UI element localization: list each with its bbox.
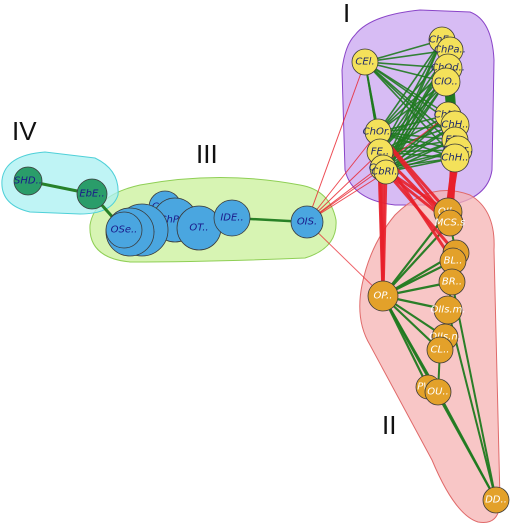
node-label: CbRl.. (371, 167, 400, 178)
node-iv[interactable]: SHD.. (13, 166, 43, 196)
node-label: DD.. (485, 495, 507, 506)
node-ii[interactable]: OU.. (424, 378, 452, 406)
node-circle[interactable] (424, 378, 452, 406)
edge (364, 49, 451, 63)
node-i[interactable]: CbRl.. (371, 159, 401, 185)
node-i[interactable]: ChH.. (440, 143, 470, 173)
node-label: BR.. (442, 277, 462, 288)
node-label: EbE.. (79, 189, 104, 200)
edge (377, 39, 443, 133)
node-label: OIIs.m. (430, 305, 465, 316)
node-circle[interactable] (351, 48, 379, 76)
node-label: CL.. (431, 345, 450, 356)
node-circle[interactable] (76, 178, 108, 210)
edge (306, 221, 384, 297)
node-ii[interactable]: OP.. (367, 280, 399, 312)
node-label: OP.. (374, 291, 393, 302)
node-label: ChOr.. (363, 127, 394, 138)
edge (306, 61, 366, 223)
node-circle[interactable] (436, 209, 464, 237)
region-label-iv: IV (12, 116, 37, 146)
node-iii[interactable]: OSe.. (105, 211, 143, 249)
node-iii[interactable]: IDE.. (213, 199, 251, 237)
node-label: ChH.. (441, 120, 468, 131)
node-label: OIS. (297, 217, 317, 228)
node-label: OIIs.n. (429, 332, 461, 343)
node-circle[interactable] (431, 67, 461, 97)
node-label: OT.. (189, 223, 208, 234)
node-label: OU.. (427, 387, 449, 398)
node-circle[interactable] (440, 143, 470, 173)
node-label: IDE.. (220, 213, 243, 224)
node-iii[interactable]: OT.. (176, 205, 222, 251)
node-iv[interactable]: EbE.. (76, 178, 108, 210)
node-label: BL.. (444, 256, 463, 267)
node-ii[interactable]: MCS.s (435, 209, 466, 237)
node-label: ChPs.. (160, 215, 191, 226)
node-ii[interactable]: CL.. (426, 336, 454, 364)
node-label: ChPa.. (434, 45, 466, 56)
node-circle[interactable] (373, 159, 399, 185)
node-circle[interactable] (290, 205, 324, 239)
edge (306, 151, 381, 223)
node-circle[interactable] (105, 211, 143, 249)
edge (306, 131, 379, 223)
edge (381, 171, 388, 297)
node-label: FE.. (371, 147, 389, 158)
node-circle[interactable] (438, 268, 466, 296)
node-circle[interactable] (426, 336, 454, 364)
node-ii[interactable]: BR.. (438, 268, 466, 296)
node-i[interactable]: CIO.. (431, 67, 461, 97)
node-circle[interactable] (213, 199, 251, 237)
node-circle[interactable] (482, 486, 510, 514)
node-label: CEl. (355, 57, 374, 68)
node-label: MCS.s (435, 218, 466, 229)
node-label: OSe.. (111, 225, 138, 236)
node-i[interactable]: CEl. (351, 48, 379, 76)
region-label-iii: III (196, 139, 218, 169)
edge (379, 81, 447, 153)
node-label: ChH.. (441, 153, 468, 164)
node-label: CIO.. (434, 77, 458, 88)
node-circle[interactable] (13, 166, 43, 196)
node-ii[interactable]: DD.. (482, 486, 510, 514)
node-iii[interactable]: OIS. (290, 205, 324, 239)
region-label-ii: II (382, 410, 396, 440)
region-label-i: I (343, 0, 350, 28)
node-circle[interactable] (367, 280, 399, 312)
node-i[interactable]: ChOr.. (363, 118, 394, 146)
edge (437, 391, 497, 501)
node-label: SHD.. (14, 176, 42, 187)
